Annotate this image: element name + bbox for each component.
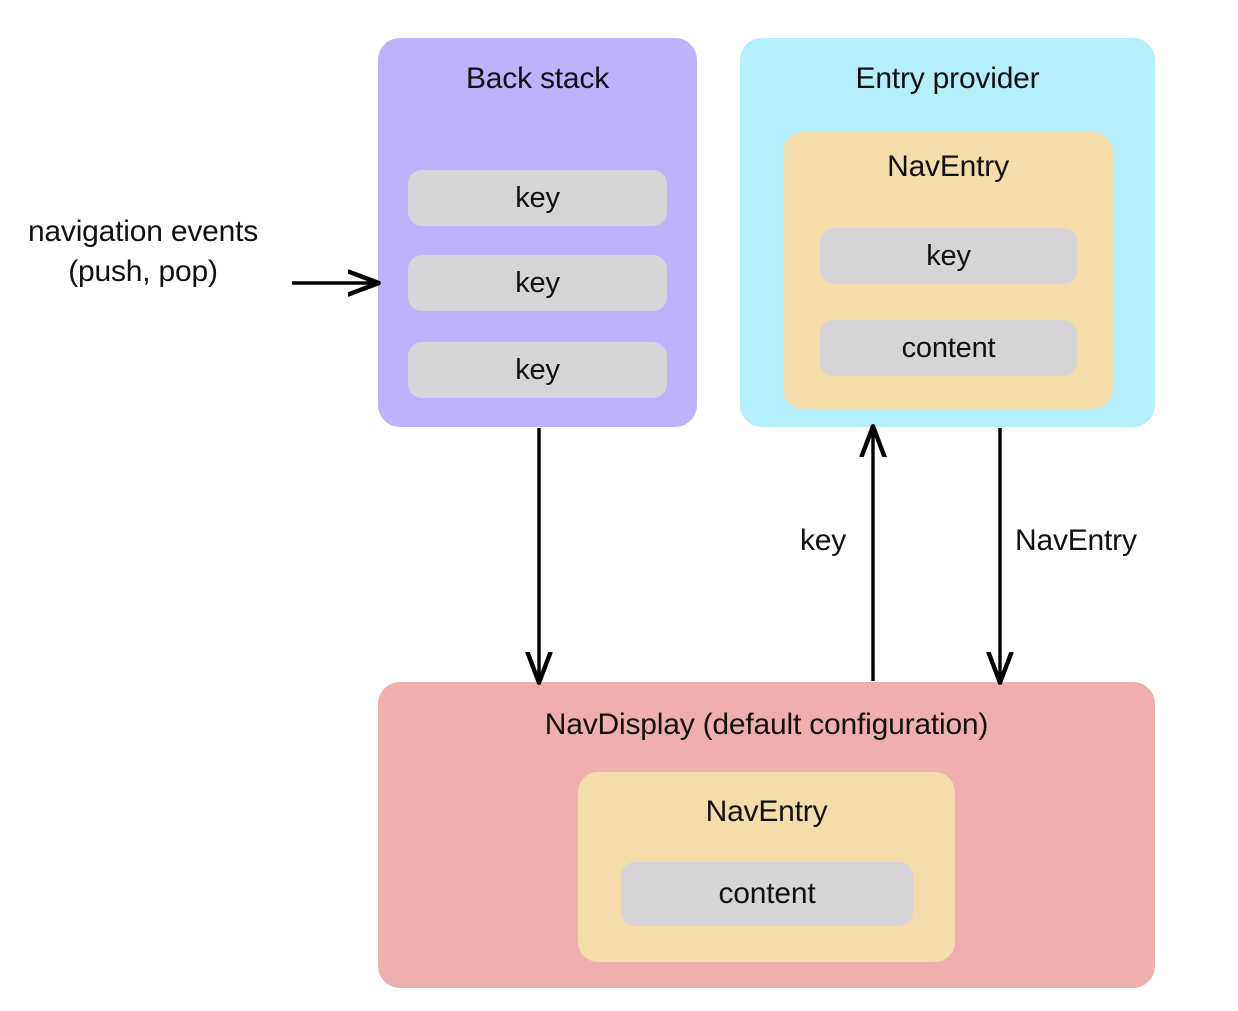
- nav-display-content-chip: content: [621, 862, 913, 926]
- navigation-events-label: navigation events (push, pop): [8, 212, 278, 292]
- entry-provider-nav-entry-title: NavEntry: [887, 150, 1009, 183]
- edge-label-key: key: [800, 524, 847, 557]
- nav-display-title: NavDisplay (default configuration): [544, 708, 989, 741]
- back-stack-key-chip: key: [408, 255, 667, 311]
- edge-label-naventry: NavEntry: [1015, 524, 1137, 557]
- entry-provider-key-chip: key: [820, 228, 1077, 284]
- back-stack-key-chip: key: [408, 170, 667, 226]
- navigation-events-label-line-1: navigation events: [27, 215, 259, 248]
- navigation-events-label-line-2: (push, pop): [68, 255, 218, 288]
- back-stack-title: Back stack: [465, 62, 610, 95]
- entry-provider-title: Entry provider: [855, 62, 1040, 95]
- nav-display-nav-entry-title: NavEntry: [705, 795, 828, 828]
- back-stack-key-chip: key: [408, 342, 667, 398]
- entry-provider-content-chip: content: [820, 320, 1077, 376]
